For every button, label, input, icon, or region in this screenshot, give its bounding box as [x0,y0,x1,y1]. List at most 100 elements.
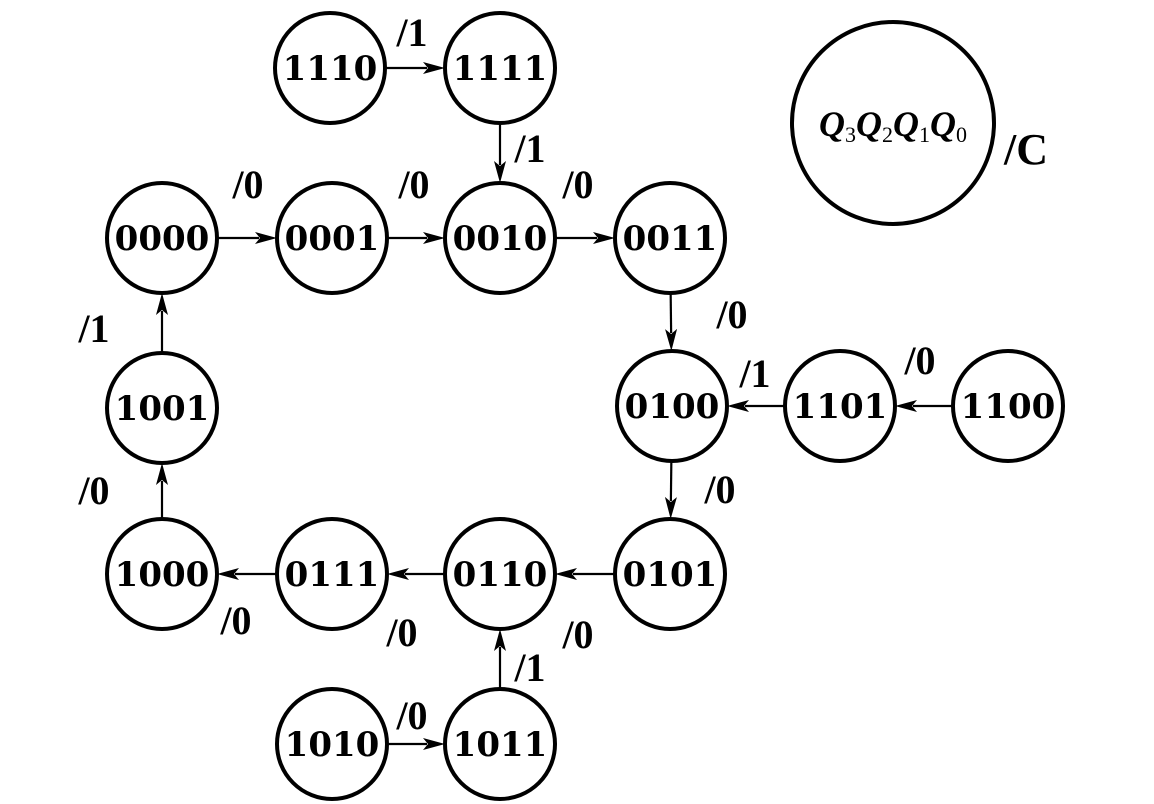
state-label: 0001 [285,219,380,259]
transition-1101-to-0100 [727,400,785,412]
state-label: 1011 [453,725,548,765]
arrowhead [387,568,409,580]
transition-0011-to-0100 [665,292,678,352]
transition-0000-to-0001 [217,232,277,244]
transition-1100-to-1101 [895,400,953,412]
transition-0010-to-0011 [555,232,615,244]
transition-output-label: /0 [903,338,935,383]
state-node-1110: 1110 [273,11,387,125]
state-node-0011: 0011 [613,181,727,295]
state-label: 0011 [623,219,718,259]
state-label: 1001 [115,389,210,429]
transition-0001-to-0010 [387,232,445,244]
state-circle [443,11,557,125]
transition-0100-to-0101 [664,460,677,520]
state-label: 0010 [453,219,548,259]
legend: Q3Q2Q1Q0 /C [790,20,1048,226]
arrowhead [156,293,168,315]
state-label: 0111 [285,555,380,595]
state-node-0010: 0010 [443,181,557,295]
transition-output-label: /0 [715,292,747,337]
state-circle [275,517,389,631]
state-circle [443,687,557,801]
state-node-1000: 1000 [105,517,219,631]
transition-output-label: /0 [219,598,251,643]
state-circle [443,517,557,631]
transition-output-label: /0 [385,610,417,655]
state-circle [613,181,727,295]
state-circle [105,181,219,295]
state-circle [105,517,219,631]
transition-1011-to-0110 [494,629,506,689]
legend-var-sub: 3 [845,122,856,147]
transition-1000-to-1001 [156,463,168,519]
transition-output-label: /1 [513,126,545,171]
arrowhead [423,738,445,750]
state-node-0111: 0111 [275,517,389,631]
state-node-0110: 0110 [443,517,557,631]
state-label: 1110 [283,49,378,89]
state-circle [275,181,389,295]
state-node-1001: 1001 [105,351,219,465]
state-circle [443,181,557,295]
transition-output-label: /1 [513,645,545,690]
transition-output-label: /0 [77,468,109,513]
legend-var-letter: Q [856,104,882,144]
state-node-1111: 1111 [443,11,557,125]
legend-var-letter: Q [893,104,919,144]
legend-var-letter: Q [819,104,845,144]
arrowhead [423,62,445,74]
transition-1001-to-0000 [156,293,168,353]
state-label: 0101 [623,555,718,595]
legend-var-sub: 1 [919,122,930,147]
arrowhead [895,400,917,412]
state-node-0101: 0101 [613,517,727,631]
transition-output-label: /0 [395,693,427,738]
arrowhead [423,232,445,244]
transition-edges [156,62,953,750]
state-label: 1000 [115,555,210,595]
transition-0111-to-1000 [217,568,277,580]
transition-output-label: /0 [397,162,429,207]
legend-var-letter: Q [930,104,956,144]
state-node-0000: 0000 [105,181,219,295]
state-label: 1100 [961,387,1056,427]
state-circle [275,687,389,801]
state-label: 1101 [793,387,888,427]
arrowhead [156,463,168,485]
transition-output-label: /1 [738,351,770,396]
arrowhead [217,568,239,580]
transition-output-label: /1 [395,10,427,55]
state-label: 0000 [115,219,210,259]
arrowhead [727,400,749,412]
transition-output-label: /0 [231,162,263,207]
legend-output-label: /C [1003,125,1048,174]
state-circle [783,349,897,463]
transition-output-label: /0 [703,467,735,512]
state-label: 0100 [625,387,720,427]
transition-0110-to-0111 [387,568,445,580]
arrowhead [665,328,678,352]
transition-output-label: /0 [561,612,593,657]
arrowhead [255,232,277,244]
state-node-0100: 0100 [615,349,729,463]
state-label: 0110 [453,555,548,595]
state-circle [105,351,219,465]
arrowhead [555,568,577,580]
state-node-1011: 1011 [443,687,557,801]
state-circle [615,349,729,463]
state-circle [951,349,1065,463]
state-node-0001: 0001 [275,181,389,295]
transition-1111-to-0010 [494,123,506,183]
arrowhead [593,232,615,244]
state-node-1101: 1101 [783,349,897,463]
legend-var-sub: 0 [956,122,967,147]
state-label: 1111 [453,49,548,89]
transition-output-label: /1 [77,306,109,351]
state-circle [273,11,387,125]
transition-labels: /1/1/0/0/0/0/0/1/0/0/0/0/0/1/0/1 [77,10,935,738]
arrowhead [494,629,506,651]
transition-output-label: /0 [561,162,593,207]
